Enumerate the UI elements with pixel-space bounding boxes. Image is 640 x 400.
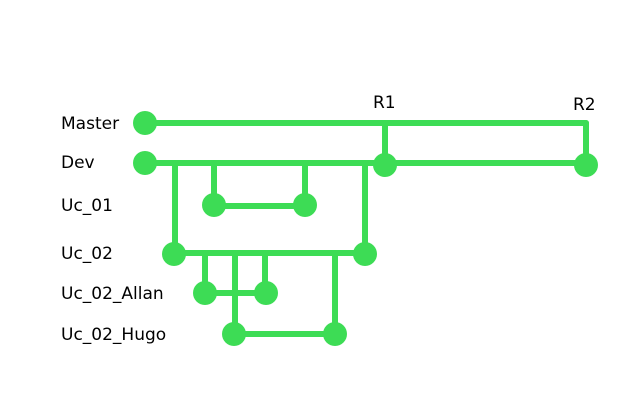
- dev-commit-r1: [373, 153, 397, 177]
- hugo-commit-2: [323, 322, 347, 346]
- dev-commit-r2: [574, 153, 598, 177]
- uc02-commit-1: [162, 242, 186, 266]
- branch-labels: Master Dev Uc_01 Uc_02 Uc_02_Allan Uc_02…: [61, 114, 166, 345]
- branch-label-uc02: Uc_02: [61, 244, 113, 264]
- branch-label-uc02-hugo: Uc_02_Hugo: [61, 325, 166, 345]
- release-labels: R1 R2: [373, 93, 596, 115]
- uc01-commit-1: [202, 193, 226, 217]
- branch-label-dev: Dev: [61, 153, 95, 173]
- commit-nodes: [133, 111, 598, 346]
- master-commit-start: [133, 111, 157, 135]
- branch-lines: [142, 120, 589, 337]
- branch-label-master: Master: [61, 114, 119, 134]
- branch-label-uc01: Uc_01: [61, 196, 113, 216]
- uc01-commit-2: [293, 193, 317, 217]
- branch-label-uc02-allan: Uc_02_Allan: [61, 284, 164, 304]
- release-label-r1: R1: [373, 93, 396, 113]
- allan-commit-1: [193, 281, 217, 305]
- uc02-commit-2: [353, 242, 377, 266]
- dev-commit-start: [133, 151, 157, 175]
- release-label-r2: R2: [573, 95, 596, 115]
- hugo-commit-1: [222, 322, 246, 346]
- allan-commit-2: [254, 281, 278, 305]
